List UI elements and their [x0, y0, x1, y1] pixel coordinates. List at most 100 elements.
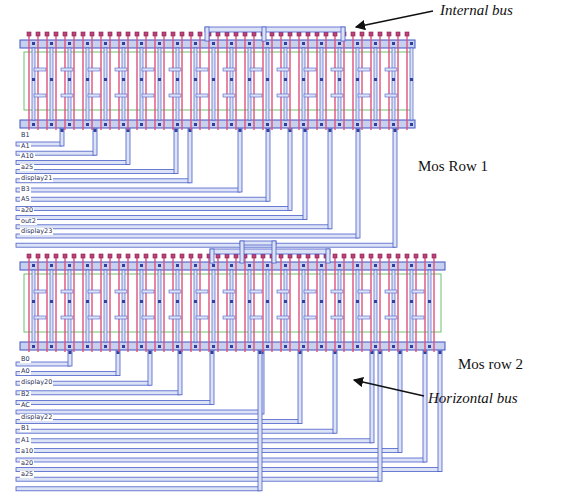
poly-contact: [63, 254, 67, 258]
horizontal-bus: [16, 206, 290, 210]
poly-contact: [216, 32, 220, 36]
signal-name: B1: [20, 425, 31, 432]
metal-strap: [374, 48, 377, 120]
poly-gate: [316, 35, 317, 130]
contact: [50, 264, 53, 267]
poly-gate: [226, 35, 227, 130]
poly-gate: [64, 35, 65, 130]
contact: [439, 351, 442, 354]
contact: [410, 123, 413, 126]
metal-segment: [385, 94, 397, 97]
contact: [284, 42, 287, 45]
contact: [50, 123, 53, 126]
poly-contact: [279, 254, 283, 258]
contact: [32, 300, 35, 303]
poly-gate: [172, 257, 173, 352]
contact: [176, 345, 179, 348]
horizontal-bus: [16, 429, 335, 433]
metal-segment: [61, 290, 73, 293]
contact: [239, 129, 242, 132]
contact: [357, 129, 360, 132]
signal-name: a20: [20, 460, 34, 467]
poly-gate: [280, 35, 281, 130]
poly-gate: [145, 257, 146, 352]
contact: [338, 42, 341, 45]
poly-contact: [135, 254, 139, 258]
metal-segment: [88, 68, 100, 71]
poly-gate: [208, 257, 209, 352]
metal-strap: [50, 270, 53, 342]
poly-gate: [370, 257, 371, 352]
poly-gate: [352, 35, 353, 130]
bus-via-strap: [303, 128, 307, 220]
metal-strap: [140, 48, 143, 120]
poly-gate: [154, 35, 155, 130]
metal-strap: [266, 270, 269, 342]
contact: [212, 345, 215, 348]
poly-contact: [180, 32, 184, 36]
poly-contact: [153, 32, 157, 36]
metal-segment: [385, 68, 397, 71]
poly-contact: [315, 254, 319, 258]
contact: [394, 129, 397, 132]
poly-contact: [378, 32, 382, 36]
poly-contact: [342, 254, 346, 258]
contact: [140, 345, 143, 348]
internal-bus: [205, 27, 209, 41]
poly-gate: [163, 35, 164, 130]
contact: [104, 42, 107, 45]
metal-strap: [212, 270, 215, 342]
contact: [230, 264, 233, 267]
poly-contact: [90, 254, 94, 258]
poly-contact: [396, 32, 400, 36]
metal-segment: [331, 316, 343, 319]
bus-via-strap: [356, 128, 360, 238]
poly-gate: [199, 257, 200, 352]
poly-contact: [90, 32, 94, 36]
contact: [320, 78, 323, 81]
row-label: Mos row 2: [458, 356, 523, 373]
poly-gate: [406, 257, 407, 352]
contact: [86, 123, 89, 126]
contact: [428, 264, 431, 267]
metal-strap: [284, 48, 287, 120]
contact: [140, 78, 143, 81]
metal-strap: [158, 48, 161, 120]
internal-bus: [205, 27, 345, 32]
poly-contact: [45, 254, 49, 258]
metal-strap: [86, 270, 89, 342]
poly-contact: [225, 32, 229, 36]
metal-segment: [115, 316, 127, 319]
poly-contact: [252, 32, 256, 36]
poly-contact: [144, 32, 148, 36]
contact: [392, 123, 395, 126]
poly-gate: [298, 257, 299, 352]
contact: [194, 345, 197, 348]
horizontal-bus: [16, 458, 425, 462]
metal-strap: [158, 270, 161, 342]
signal-name: B3: [20, 186, 31, 193]
horizontal-bus: [16, 477, 380, 481]
poly-gate: [28, 257, 29, 352]
metal-strap: [50, 48, 53, 120]
contact: [104, 264, 107, 267]
poly-gate: [91, 257, 92, 352]
poly-contact: [198, 254, 202, 258]
signal-name: display23: [20, 228, 53, 235]
contact: [410, 78, 413, 81]
poly-gate: [217, 257, 218, 352]
horizontal-bus: [16, 372, 118, 376]
poly-contact: [360, 254, 364, 258]
poly-contact: [243, 32, 247, 36]
poly-contact: [378, 254, 382, 258]
contact: [194, 300, 197, 303]
poly-contact: [351, 254, 355, 258]
contact: [356, 78, 359, 81]
poly-gate: [208, 35, 209, 130]
contact: [176, 123, 179, 126]
metal-segment: [250, 316, 262, 319]
contact: [212, 300, 215, 303]
contact: [320, 345, 323, 348]
poly-contact: [414, 254, 418, 258]
poly-contact: [27, 254, 31, 258]
